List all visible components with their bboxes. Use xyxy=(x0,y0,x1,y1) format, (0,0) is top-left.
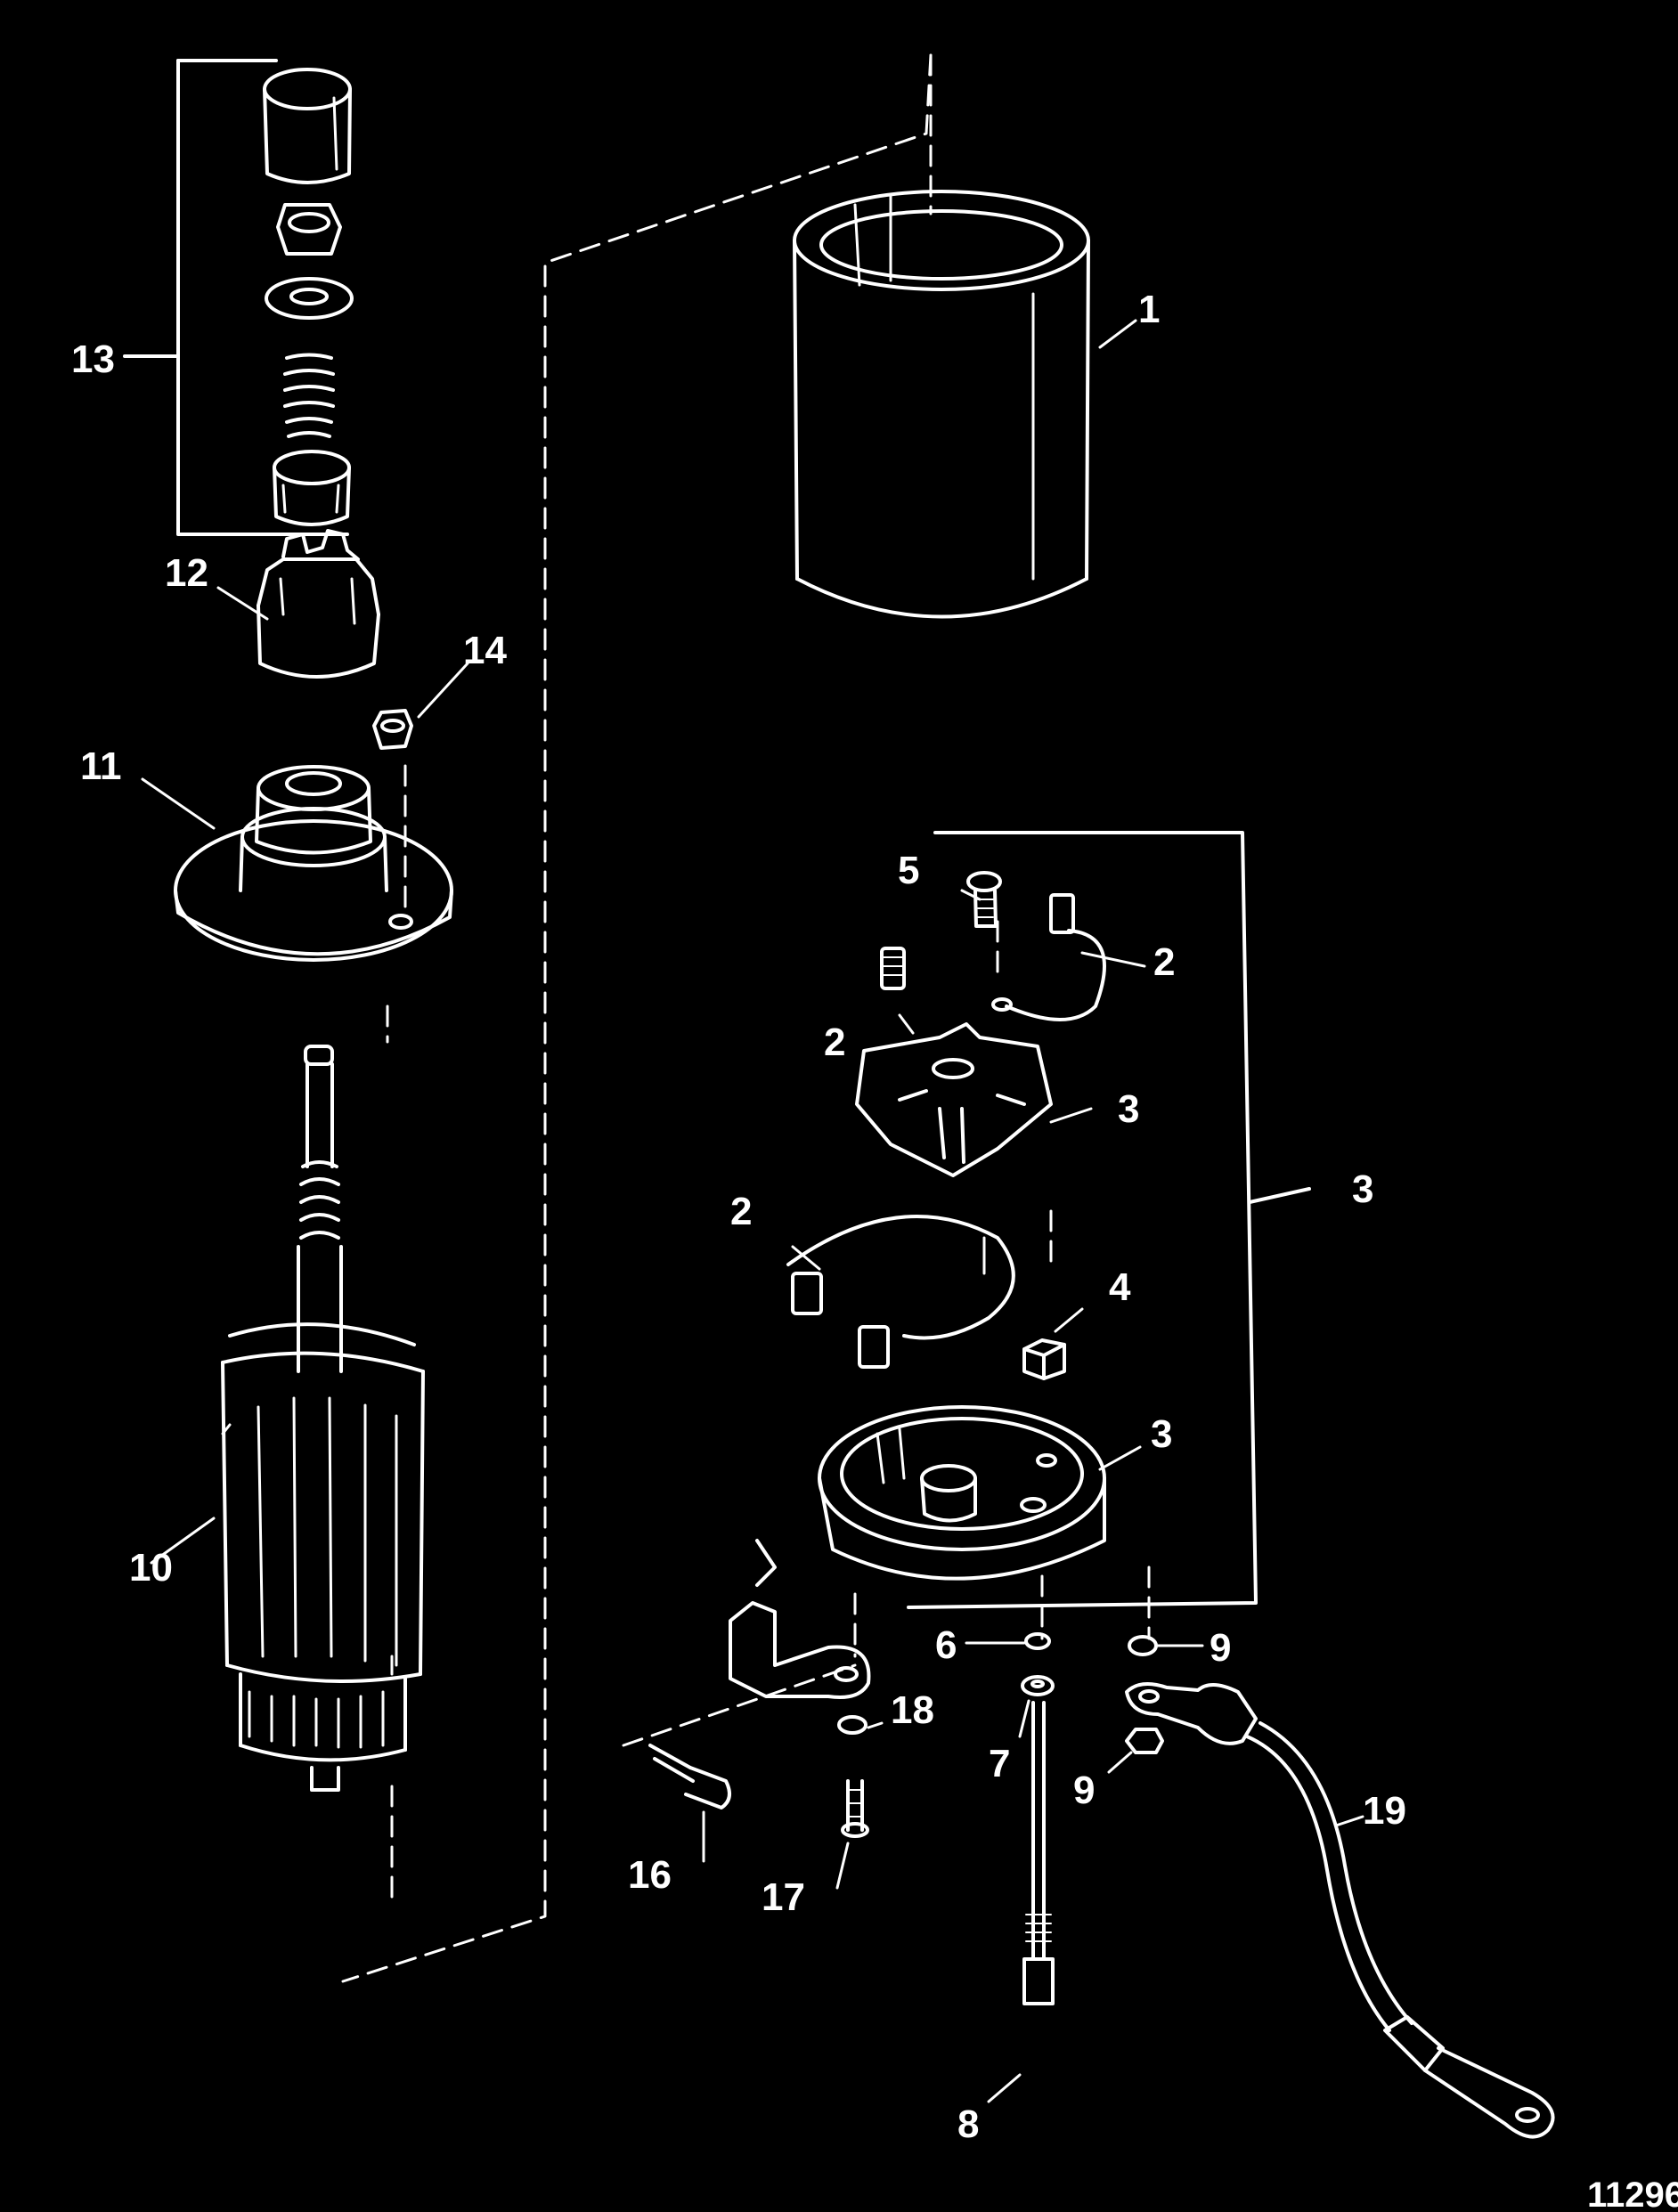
through-bolt xyxy=(1022,1701,1055,2005)
callout-19: 19 xyxy=(1363,1789,1406,1833)
lockwasher-18 xyxy=(837,1715,868,1735)
callout-18: 18 xyxy=(891,1688,934,1732)
callout-11: 11 xyxy=(80,744,122,788)
screw xyxy=(966,871,1002,928)
brush-with-lead-upper xyxy=(991,893,1106,1021)
drive-stop-kit xyxy=(123,59,354,536)
callout-2-spring: 2 xyxy=(824,1021,845,1064)
drive-pinion-gear xyxy=(257,529,380,679)
screw-16 xyxy=(648,1744,731,1809)
leader-lines xyxy=(141,319,1364,2103)
callout-16: 16 xyxy=(628,1853,672,1897)
mounting-bracket xyxy=(729,1539,871,1699)
washer-6 xyxy=(1024,1632,1051,1650)
nut-9-upper xyxy=(1128,1635,1158,1656)
brush-with-lead-pair xyxy=(786,1215,1015,1369)
callout-13: 13 xyxy=(71,337,115,381)
callout-1: 1 xyxy=(1138,288,1160,331)
callout-3-head: 3 xyxy=(1151,1412,1172,1456)
callout-8: 8 xyxy=(957,2102,979,2146)
callout-17: 17 xyxy=(762,1875,805,1919)
callout-4: 4 xyxy=(1109,1265,1131,1309)
figure-number: 11296 xyxy=(1587,2175,1678,2212)
screw-17 xyxy=(841,1779,869,1838)
callout-labels: 1 2 2 2 3 3 3 4 5 6 7 8 9 9 10 11 12 13 … xyxy=(71,288,1678,2212)
callout-2-lower: 2 xyxy=(730,1190,752,1233)
callout-12: 12 xyxy=(165,551,208,595)
callout-5: 5 xyxy=(898,849,919,892)
nut xyxy=(372,709,413,750)
insulator-block xyxy=(1022,1338,1066,1380)
callout-14: 14 xyxy=(463,629,507,672)
callout-9-lower: 9 xyxy=(1073,1769,1095,1812)
callout-6: 6 xyxy=(935,1623,957,1667)
brush-assembly-bracket xyxy=(907,831,1311,1609)
field-frame-housing xyxy=(793,190,1090,619)
battery-cable xyxy=(1125,1682,1555,2139)
brush-spring xyxy=(880,947,906,990)
callout-2-upper: 2 xyxy=(1153,940,1175,984)
callout-7: 7 xyxy=(989,1742,1010,1785)
commutator-end-head xyxy=(818,1405,1106,1581)
brush-holder-plate xyxy=(855,1022,1053,1177)
callout-9-upper: 9 xyxy=(1210,1626,1231,1670)
nut-9-lower xyxy=(1125,1728,1164,1754)
callout-3-assembly: 3 xyxy=(1352,1167,1373,1211)
callout-3-plate: 3 xyxy=(1118,1087,1139,1131)
washer-7 xyxy=(1021,1675,1055,1696)
drive-end-head xyxy=(174,765,453,962)
assembly-centerlines xyxy=(341,53,1151,1983)
callout-10: 10 xyxy=(129,1546,173,1590)
armature xyxy=(221,1045,425,1792)
